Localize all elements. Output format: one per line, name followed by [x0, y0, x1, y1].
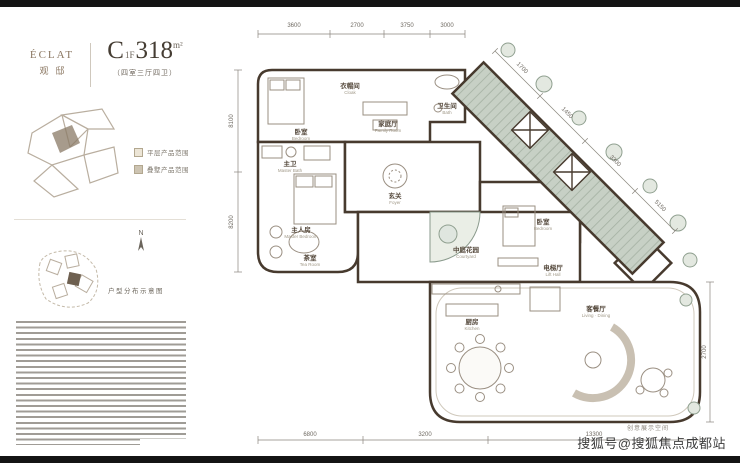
- legend-label-flat: 平层产品范围: [147, 150, 189, 157]
- brand-cn: 观邸: [39, 66, 72, 76]
- svg-text:Bedroom: Bedroom: [292, 136, 311, 141]
- room-label-bath: 卫生间 Bath: [437, 101, 457, 115]
- dim-left-2: 8200: [229, 215, 235, 229]
- room-label-bedroom-nw: 卧室 Bedroom: [292, 127, 311, 141]
- svg-text:Living · Dining: Living · Dining: [582, 313, 611, 318]
- room-label-cloak: 衣帽间 Cloak: [340, 81, 360, 95]
- svg-text:Master Bedroom: Master Bedroom: [284, 234, 318, 239]
- core-band: [450, 60, 666, 276]
- floorplan-svg: 3600 2700 3750 3000 8100 8200 6800 3200 …: [229, 23, 714, 444]
- room-label-courtyard: 中庭花园 Courtyard: [453, 245, 480, 259]
- brand-divider: [90, 43, 91, 87]
- brand-logo: ÉCLAT: [29, 49, 75, 61]
- room-label-lift-hall: 电梯厅 Lift Hall: [543, 263, 563, 277]
- room-label-tea-room: 茶室 Tea Room: [300, 253, 321, 267]
- dim-bottom-3: 13300: [586, 432, 603, 438]
- legend-swatch-flat: [134, 147, 143, 157]
- svg-text:主人房: 主人房: [291, 225, 311, 234]
- dim-right-1: 2700: [702, 345, 708, 359]
- legend: 平层产品范围 叠墅产品范围: [134, 147, 189, 181]
- svg-text:中庭花园: 中庭花园: [453, 245, 480, 254]
- unit-title: C1F318m² （四室三厅四卫）: [98, 37, 192, 78]
- unit-floor: 1F: [124, 50, 135, 60]
- unit-area: 318: [135, 37, 174, 64]
- svg-text:Foyer: Foyer: [389, 200, 401, 205]
- svg-text:Bedroom: Bedroom: [534, 226, 553, 231]
- svg-text:主卫: 主卫: [284, 159, 298, 168]
- dim-left-1: 8100: [229, 114, 235, 128]
- plan-note: 创意展示空间: [627, 424, 669, 432]
- tree-icons: [500, 42, 701, 415]
- legend-swatch-stack: [134, 164, 143, 174]
- legend-label-stack: 叠墅产品范围: [147, 167, 189, 174]
- window-line: [435, 287, 695, 417]
- svg-text:电梯厅: 电梯厅: [543, 263, 563, 272]
- dim-top-2: 2700: [350, 23, 364, 29]
- north-arrow-icon: N: [138, 230, 144, 251]
- curved-sofa: [572, 323, 636, 403]
- brand-block: ÉCLAT 观邸: [20, 49, 84, 77]
- unit-line: C1F318m²: [98, 37, 192, 65]
- svg-text:家庭厅: 家庭厅: [378, 119, 398, 128]
- svg-text:Master Bath: Master Bath: [278, 168, 303, 173]
- svg-text:Bath: Bath: [442, 110, 452, 115]
- watermark: 搜狐号@搜狐焦点成都站: [577, 436, 726, 451]
- legend-row-stack: 叠墅产品范围: [134, 164, 189, 174]
- svg-text:Family Room: Family Room: [375, 128, 402, 133]
- elevator-icon: [510, 110, 550, 150]
- unit-subtitle: （四室三厅四卫）: [113, 69, 177, 77]
- room-label-living-dining: 客餐厅 Living · Dining: [582, 304, 611, 318]
- room-label-master-bedroom: 主人房 Master Bedroom: [284, 225, 318, 239]
- svg-text:厨房: 厨房: [466, 317, 480, 326]
- info-panel: ÉCLAT 观邸 C1F318m² （四室三厅四卫）: [14, 7, 190, 456]
- top-border: [0, 0, 740, 7]
- room-label-foyer: 玄关 Foyer: [389, 191, 403, 205]
- furniture: [261, 74, 673, 402]
- north-arrow: N: [132, 227, 150, 262]
- keyplan-diagram: [27, 108, 119, 198]
- svg-text:衣帽间: 衣帽间: [340, 81, 360, 90]
- svg-text:Cloak: Cloak: [344, 90, 356, 95]
- dim-bottom-2: 3200: [418, 432, 432, 438]
- keyplan-caption: 户型分布示意图: [108, 288, 164, 295]
- svg-text:茶室: 茶室: [303, 253, 318, 262]
- room-label-family: 家庭厅 Family Room: [375, 119, 402, 133]
- unit-area-unit: m²: [173, 40, 183, 50]
- svg-text:Tea Room: Tea Room: [300, 262, 321, 267]
- courtyard-garden: [429, 211, 481, 263]
- dim-top-1: 3600: [287, 23, 301, 29]
- sidebar-divider: [14, 219, 186, 220]
- svg-text:玄关: 玄关: [389, 191, 403, 200]
- north-label: N: [138, 230, 143, 237]
- svg-text:Lift Hall: Lift Hall: [545, 272, 560, 277]
- svg-text:卫生间: 卫生间: [437, 101, 457, 110]
- room-label-kitchen: 厨房 Kitchen: [464, 317, 480, 331]
- unit-code: C: [107, 37, 124, 64]
- dim-top-3: 3750: [400, 23, 414, 29]
- disclaimer-text-block: [16, 321, 186, 445]
- dimension-lines: [234, 30, 714, 444]
- siteplan-highlight: [66, 271, 82, 287]
- dim-bottom-1: 6800: [303, 432, 317, 438]
- svg-text:卧室: 卧室: [295, 127, 309, 136]
- siteplan-diagram: [38, 250, 99, 308]
- room-label-master-bath: 主卫 Master Bath: [278, 159, 303, 173]
- keyplan-highlight: [52, 125, 80, 153]
- room-label-bedroom-east: 卧室 Bedroom: [534, 217, 553, 231]
- elevator-icon: [552, 152, 592, 192]
- dim-top-4: 3000: [440, 23, 454, 29]
- svg-text:Kitchen: Kitchen: [464, 326, 480, 331]
- floorplan-area: 3600 2700 3750 3000 8100 8200 6800 3200 …: [198, 8, 733, 461]
- room-labels: 卧室 Bedroom 衣帽间 Cloak 卫生间 Bath 家庭厅 Family…: [278, 81, 611, 331]
- bottom-border: [0, 456, 740, 463]
- svg-text:Courtyard: Courtyard: [456, 254, 476, 259]
- svg-text:卧室: 卧室: [537, 217, 551, 226]
- legend-row-flat: 平层产品范围: [134, 147, 189, 157]
- svg-text:客餐厅: 客餐厅: [585, 304, 606, 313]
